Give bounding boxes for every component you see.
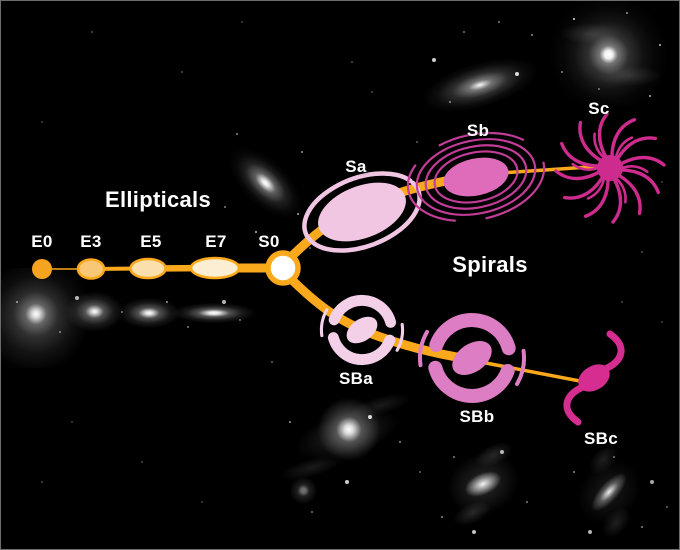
branch-bottom-thin [469,358,586,384]
branch-bottom-thick [284,272,483,366]
e3-symbol [76,258,106,280]
sc-symbol [554,112,666,224]
ellipticals-group-label: Ellipticals [104,187,212,212]
sb-symbol [406,131,546,223]
sa-label: Sa [345,157,367,176]
spirals-group-label: Spirals [452,252,528,277]
sc-label: Sc [588,99,610,118]
sba-label: SBa [339,369,373,388]
sbc-symbol [563,330,625,426]
sbb-symbol [418,313,526,403]
sb-label: Sb [466,121,490,140]
e7-label: E7 [205,232,227,251]
s0-symbol [265,250,301,286]
e0-symbol [32,259,52,279]
sbc-label: SBc [584,429,618,448]
sbb-label: SBb [459,407,495,426]
s0-label: S0 [258,232,280,251]
e3-label: E3 [80,232,102,251]
sba-symbol [319,294,405,366]
e7-symbol [189,256,241,280]
e0-label: E0 [31,232,53,251]
e5-label: E5 [140,232,162,251]
e5-symbol [129,257,167,280]
